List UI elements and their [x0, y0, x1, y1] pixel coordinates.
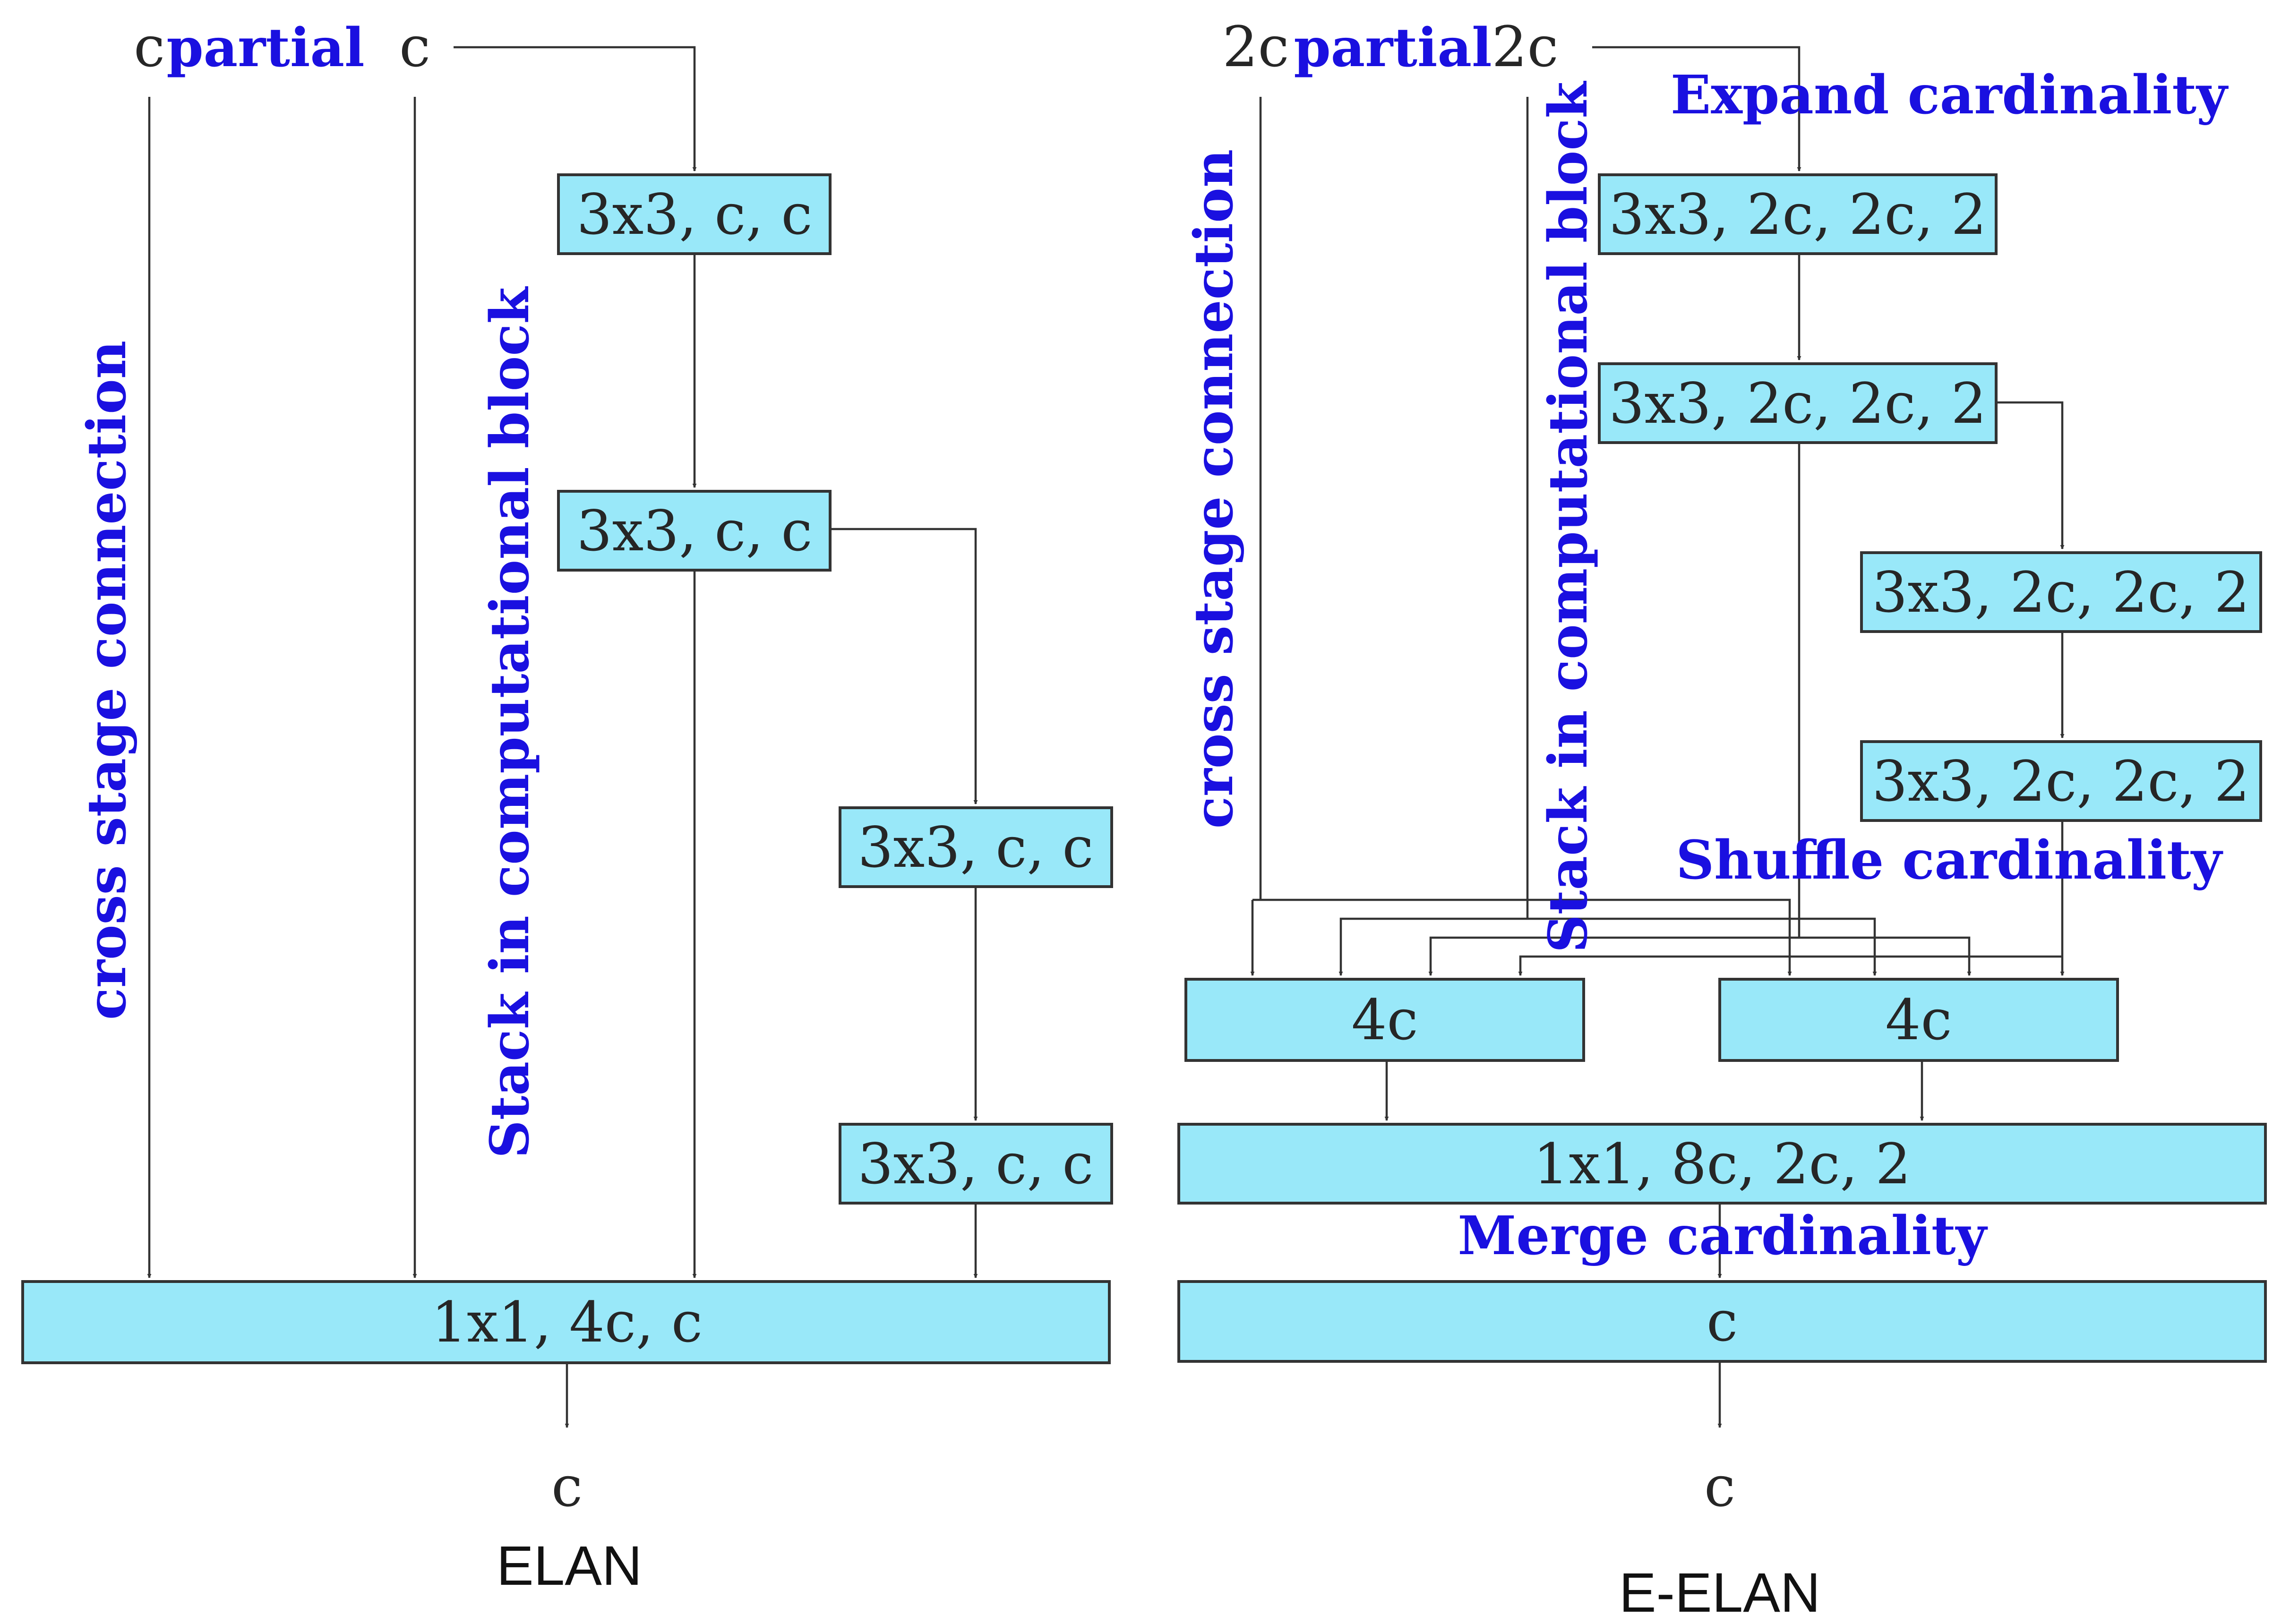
eelan-merge-out-label: c: [1707, 1289, 1738, 1354]
eelan-transition-block: 1x1, 8c, 2c, 2: [1177, 1123, 2267, 1205]
elan-input-left-label: c: [134, 14, 165, 79]
elan-transition-block: 1x1, 4c, c: [21, 1280, 1111, 1364]
elan-transition-label: 1x1, 4c, c: [431, 1290, 703, 1355]
elan-output-label: c: [551, 1454, 583, 1519]
eelan-merge-label: Merge cardinality: [1458, 1205, 1988, 1267]
eelan-concat-right-block: 4c: [1718, 978, 2119, 1062]
eelan-cross-stage-label: cross stage connection: [1183, 149, 1245, 829]
elan-connectors: [147, 46, 978, 1428]
eelan-conv2-block: 3x3, 2c, 2c, 2: [1598, 362, 1998, 444]
elan-diagram: c partial c cross stage connection Stack…: [21, 14, 1113, 1597]
eelan-input-arrow: [1592, 46, 1801, 171]
elan-conv2-block: 3x3, c, c: [557, 490, 832, 572]
eelan-input-right-label: 2c: [1492, 14, 1558, 79]
elan-input-arrow: [454, 46, 697, 171]
eelan-transition-label: 1x1, 8c, 2c, 2: [1533, 1131, 1911, 1197]
elan-stack-label: Stack in computational block: [479, 286, 541, 1158]
eelan-input-left-label: 2c: [1222, 14, 1289, 79]
eelan-conv1-block: 3x3, 2c, 2c, 2: [1598, 173, 1998, 255]
elan-conv2-label: 3x3, c, c: [577, 498, 813, 564]
eelan-conv2-conv3-arrow: [1996, 401, 2065, 549]
eelan-conv2-label: 3x3, 2c, 2c, 2: [1609, 371, 1986, 436]
elan-title: ELAN: [497, 1535, 642, 1597]
eelan-title: E-ELAN: [1619, 1562, 1820, 1624]
elan-partial-label: partial: [166, 17, 364, 79]
eelan-merge-block: c: [1177, 1280, 2267, 1363]
eelan-conv4-block: 3x3, 2c, 2c, 2: [1860, 740, 2262, 822]
elan-conv3-label: 3x3, c, c: [858, 815, 1094, 880]
eelan-shuffle-conv2-left: [1428, 936, 1799, 976]
eelan-conv1-label: 3x3, 2c, 2c, 2: [1609, 182, 1986, 247]
elan-conv2-conv3-arrow: [829, 528, 978, 804]
eelan-output-label: c: [1704, 1454, 1735, 1519]
eelan-shuffle-partial-left: [1338, 917, 1527, 976]
elan-conv4-block: 3x3, c, c: [839, 1123, 1113, 1205]
eelan-partial-label: partial: [1294, 17, 1492, 79]
elan-conv1-block: 3x3, c, c: [557, 173, 832, 255]
eelan-shuffle-conv4-left: [1518, 955, 2062, 976]
elan-conv4-label: 3x3, c, c: [858, 1131, 1094, 1197]
eelan-concat-left-block: 4c: [1184, 978, 1585, 1062]
eelan-conv4-label: 3x3, 2c, 2c, 2: [1872, 749, 2249, 814]
eelan-conv3-label: 3x3, 2c, 2c, 2: [1872, 560, 2249, 625]
eelan-stack-label: Stack in computational block: [1537, 80, 1599, 953]
eelan-concat-left-label: 4c: [1351, 987, 1418, 1052]
eelan-shuffle-conv2-right: [1799, 936, 1972, 976]
eelan-expand-label: Expand cardinality: [1671, 64, 2229, 126]
eelan-conv3-block: 3x3, 2c, 2c, 2: [1860, 551, 2262, 633]
elan-cross-stage-label: cross stage connection: [76, 341, 138, 1020]
elan-input-right-label: c: [399, 14, 430, 79]
eelan-connectors: [1250, 46, 2065, 1428]
eelan-concat-right-label: 4c: [1885, 987, 1952, 1052]
eelan-diagram: 2c partial 2c Expand cardinality cross s…: [1177, 14, 2267, 1624]
elan-conv3-block: 3x3, c, c: [839, 806, 1113, 888]
eelan-shuffle-cross-right: [1261, 898, 1792, 976]
eelan-shuffle-label: Shuffle cardinality: [1676, 829, 2223, 891]
elan-conv1-label: 3x3, c, c: [577, 182, 813, 247]
